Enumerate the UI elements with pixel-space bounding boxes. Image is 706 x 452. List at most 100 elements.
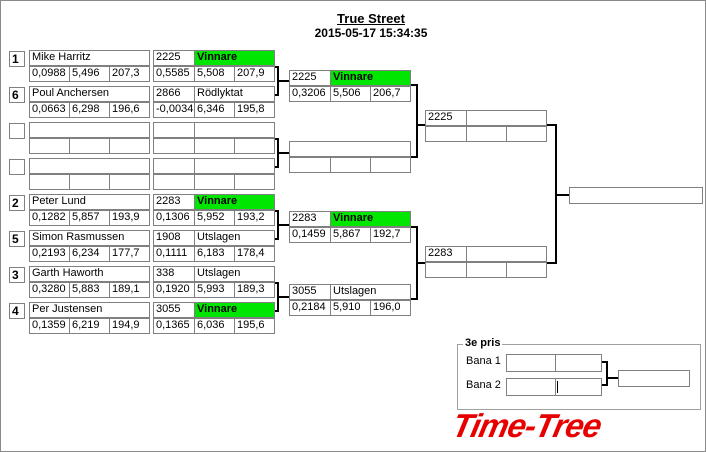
speed: 196,6 [109,102,150,118]
final-cell [506,126,547,142]
seed-number: 2 [9,195,25,211]
timestamp: 2015-05-17 15:34:35 [314,26,428,40]
seed-number: 6 [9,87,25,103]
run-reaction-time: 0,5585 [153,66,195,82]
lane-1-field-a[interactable] [506,354,556,372]
third-prize-result[interactable] [618,370,690,387]
speed: 177,7 [109,246,150,262]
run-speed: 195,6 [234,318,275,334]
third-prize-title: 3e pris [463,337,503,349]
elapsed-time: 5,857 [69,210,110,226]
run-reaction-time: 0,1111 [153,246,195,262]
run-reaction-time: 0,1306 [153,210,195,226]
elapsed-time: 6,219 [69,318,110,334]
text-caret [557,381,558,393]
lane-2-field-a[interactable] [506,378,556,396]
result-number: 3055 [153,302,195,318]
run-reaction-time [153,174,195,190]
result-number [153,122,195,138]
result-status [194,158,275,174]
reaction-time: 0,0663 [29,102,70,118]
run-reaction-time: 0,1365 [153,318,195,334]
result-number: 2283 [153,194,195,210]
run-reaction-time: -0,0034 [153,102,195,118]
third-prize-group [457,344,701,410]
semi-speed: 192,7 [370,227,411,243]
winner-box[interactable] [569,187,703,204]
run-elapsed-time [194,138,235,154]
final-cell [425,262,467,278]
semi-number: 3055 [289,284,331,300]
lane-2-label: Bana 2 [466,379,501,391]
run-speed: 193,2 [234,210,275,226]
result-number: 338 [153,266,195,282]
driver-name [29,122,150,138]
final-cell [425,126,467,142]
final-number: 2225 [425,110,467,126]
semi-number: 2283 [289,211,331,227]
semi-elapsed-time [330,157,371,173]
seed-number: 5 [9,231,25,247]
result-status: Utslagen [194,230,275,246]
driver-name: Peter Lund [29,194,150,210]
driver-name: Mike Harritz [29,50,150,66]
semi-number [289,141,411,157]
driver-name [29,158,150,174]
run-elapsed-time: 5,508 [194,66,235,82]
final-cell [466,262,507,278]
lane-2-field-b[interactable] [555,378,602,396]
semi-reaction-time: 0,2184 [289,300,331,316]
run-speed: 178,4 [234,246,275,262]
run-elapsed-time [194,174,235,190]
driver-name: Per Justensen [29,302,150,318]
result-status: Utslagen [194,266,275,282]
run-speed: 207,9 [234,66,275,82]
final-cell [506,262,547,278]
seed-number [9,123,25,139]
result-number: 2225 [153,50,195,66]
elapsed-time: 6,298 [69,102,110,118]
run-elapsed-time: 5,952 [194,210,235,226]
result-status: Vinnare [194,50,275,66]
final-result [466,110,547,126]
reaction-time [29,138,70,154]
speed: 207,3 [109,66,150,82]
run-elapsed-time: 6,183 [194,246,235,262]
lane-1-label: Bana 1 [466,355,501,367]
run-elapsed-time: 6,346 [194,102,235,118]
semi-result: Utslagen [330,284,411,300]
lane-1-field-b[interactable] [555,354,602,372]
result-number: 1908 [153,230,195,246]
semi-elapsed-time: 5,910 [330,300,371,316]
semi-result: Vinnare [330,70,411,86]
seed-number: 4 [9,303,25,319]
elapsed-time: 5,883 [69,282,110,298]
speed: 193,9 [109,210,150,226]
speed: 194,9 [109,318,150,334]
elapsed-time: 6,234 [69,246,110,262]
reaction-time: 0,1359 [29,318,70,334]
run-reaction-time: 0,1920 [153,282,195,298]
final-result [466,246,547,262]
run-speed: 195,8 [234,102,275,118]
semi-speed: 196,0 [370,300,411,316]
reaction-time: 0,1282 [29,210,70,226]
page-title: True Street [337,11,405,26]
driver-name: Garth Haworth [29,266,150,282]
result-status: Vinnare [194,194,275,210]
reaction-time [29,174,70,190]
result-status: Vinnare [194,302,275,318]
result-status [194,122,275,138]
reaction-time: 0,0988 [29,66,70,82]
speed [109,174,150,190]
seed-number: 3 [9,267,25,283]
elapsed-time [69,174,110,190]
driver-name: Simon Rasmussen [29,230,150,246]
run-reaction-time [153,138,195,154]
run-elapsed-time: 5,993 [194,282,235,298]
run-elapsed-time: 6,036 [194,318,235,334]
final-cell [466,126,507,142]
reaction-time: 0,3280 [29,282,70,298]
